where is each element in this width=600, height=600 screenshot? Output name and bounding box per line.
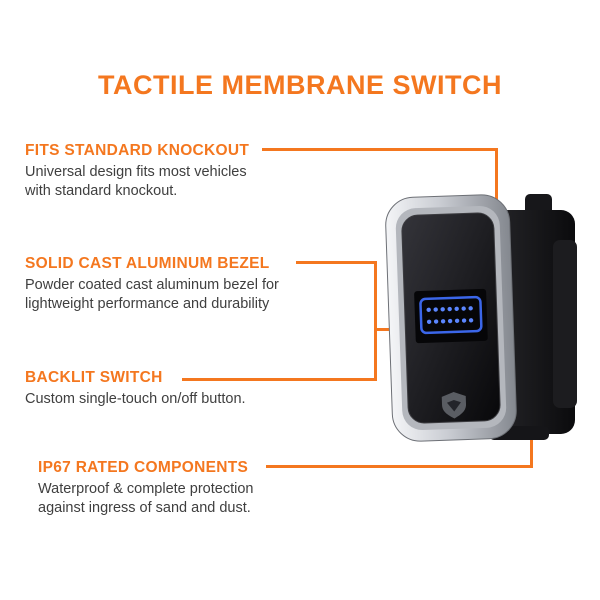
feature-heading: IP67 RATED COMPONENTS	[38, 459, 249, 476]
feature-solid-cast-aluminum-bezel: SOLID CAST ALUMINUM BEZEL Powder coated …	[25, 255, 325, 313]
page-title: TACTILE MEMBRANE SWITCH	[98, 70, 502, 100]
feature-body: Powder coated cast aluminum bezel for li…	[25, 277, 279, 312]
led-dots	[426, 306, 474, 324]
feature-heading: FITS STANDARD KNOCKOUT	[25, 142, 250, 159]
switch-render-svg	[385, 194, 577, 442]
blue-led-keypad-icon	[419, 295, 483, 335]
product-image	[385, 188, 585, 450]
callout-line-knockout-horizontal	[262, 148, 498, 151]
callout-line-bezel-horizontal	[296, 261, 377, 264]
callout-line-knockout-vertical	[495, 148, 498, 208]
feature-body: Custom single-touch on/off button.	[25, 391, 246, 407]
callout-line-ip67-vertical	[530, 436, 533, 468]
feature-fits-standard-knockout: FITS STANDARD KNOCKOUT Universal design …	[25, 142, 275, 200]
callout-line-ip67-horizontal	[266, 465, 533, 468]
feature-backlit-switch: BACKLIT SWITCH Custom single-touch on/of…	[25, 369, 246, 409]
feature-body: Universal design fits most vehicles with…	[25, 164, 247, 199]
feature-heading: SOLID CAST ALUMINUM BEZEL	[25, 255, 270, 272]
callout-line-shared-vertical	[374, 261, 377, 381]
rear-housing-clip	[553, 240, 577, 408]
feature-heading: BACKLIT SWITCH	[25, 369, 163, 386]
display-window	[414, 288, 488, 344]
callout-line-backlit-horizontal	[182, 378, 377, 381]
feature-ip67-rated-components: IP67 RATED COMPONENTS Waterproof & compl…	[38, 459, 298, 517]
feature-body: Waterproof & complete protection against…	[38, 481, 254, 516]
shield-icon	[441, 391, 467, 419]
